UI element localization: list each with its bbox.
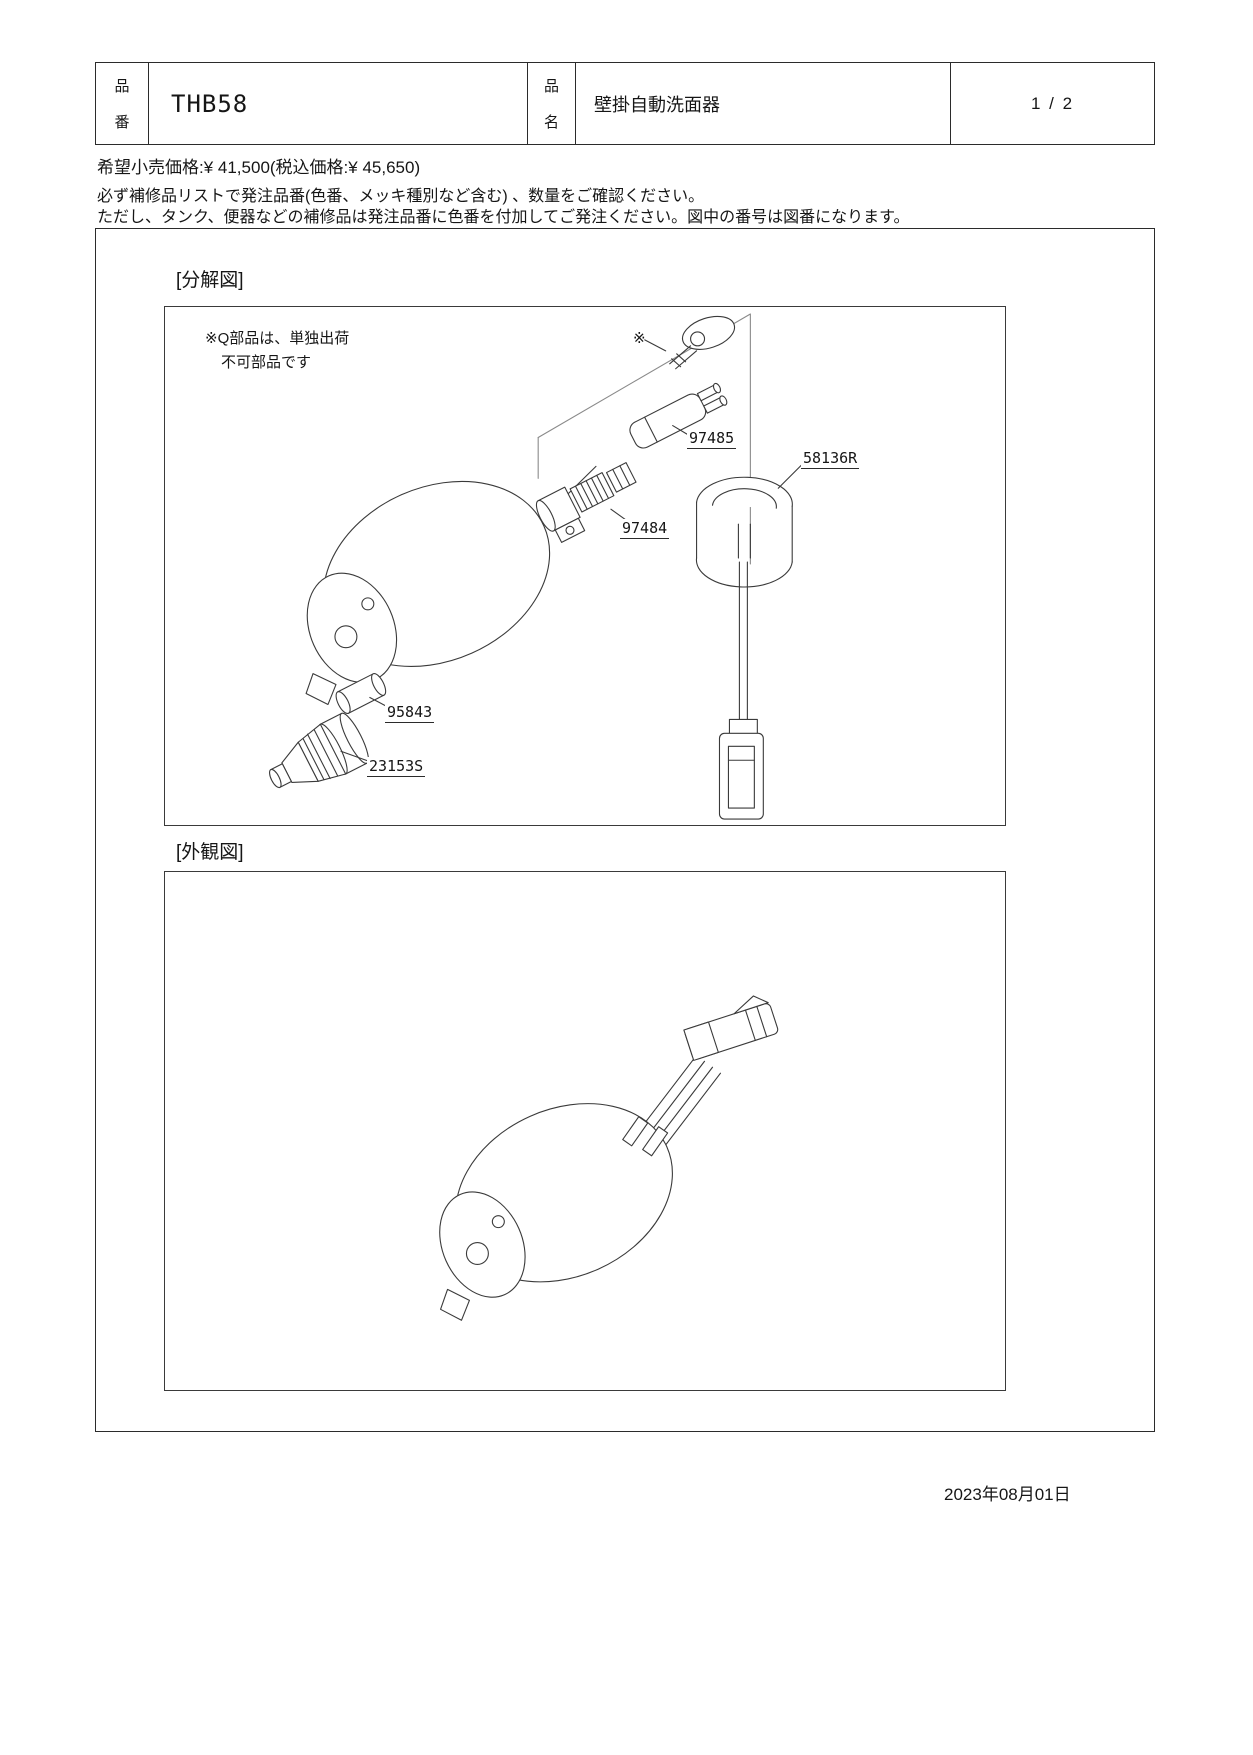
exploded-drawing bbox=[269, 313, 804, 820]
bracket-58136R bbox=[695, 462, 804, 588]
product-name-value: 壁掛自動洗面器 bbox=[576, 63, 951, 144]
plug-connector bbox=[683, 995, 779, 1061]
exploded-view-box: ※Q部品は、単独出荷 不可部品です ※ 97485 58136R 97484 9… bbox=[164, 306, 1006, 826]
spout-body bbox=[305, 480, 551, 706]
part-95843 bbox=[335, 673, 390, 714]
part-label-23153S: 23153S bbox=[367, 757, 426, 777]
retail-price-line: 希望小売価格:¥ 41,500(税込価格:¥ 45,650) bbox=[97, 158, 421, 177]
exploded-view-title: [分解図] bbox=[176, 270, 244, 291]
wing-bolt bbox=[644, 315, 736, 370]
outline-drawing bbox=[439, 995, 779, 1321]
date-stamp: 2023年08月01日 bbox=[944, 1485, 1071, 1504]
part-code-label: 品 番 bbox=[96, 63, 149, 144]
part-97484 bbox=[535, 462, 637, 543]
content-frame: [分解図] bbox=[95, 228, 1155, 1432]
header-table: 品 番 THB58 品 名 壁掛自動洗面器 1 / 2 bbox=[95, 62, 1155, 145]
product-name-label: 品 名 bbox=[528, 63, 576, 144]
part-code-label-top: 品 bbox=[114, 78, 130, 95]
order-note-line-1: 必ず補修品リストで発注品番(色番、メッキ種別など含む) 、数量をご確認ください。 bbox=[97, 188, 705, 205]
exploded-view-note-line-1: ※Q部品は、単独出荷 bbox=[205, 330, 350, 347]
order-note-line-2: ただし、タンク、便器などの補修品は発注品番に色番を付加してご発注ください。図中の… bbox=[97, 209, 910, 227]
part-97485 bbox=[629, 382, 728, 449]
order-notes: 必ず補修品リストで発注品番(色番、メッキ種別など含む) 、数量をご確認ください。… bbox=[97, 186, 909, 228]
part-label-97484: 97484 bbox=[620, 519, 670, 539]
part-label-97485: 97485 bbox=[687, 429, 737, 449]
part-23153S bbox=[269, 712, 370, 789]
part-label-95843: 95843 bbox=[385, 703, 435, 723]
spout-body-assembled bbox=[439, 1103, 673, 1321]
product-name-label-top: 品 bbox=[543, 78, 559, 95]
exploded-view-note: ※Q部品は、単独出荷 不可部品です bbox=[205, 327, 349, 375]
product-name-label-bottom: 名 bbox=[543, 114, 559, 131]
page-indicator: 1 / 2 bbox=[1030, 93, 1075, 113]
exploded-view-note-line-2: 不可部品です bbox=[221, 354, 312, 371]
asterisk-mark: ※ bbox=[633, 330, 646, 347]
part-code-value: THB58 bbox=[149, 63, 528, 144]
part-code-label-bottom: 番 bbox=[114, 114, 130, 131]
part-label-58136R: 58136R bbox=[801, 449, 860, 469]
cable-connector bbox=[718, 561, 764, 820]
outline-view-title: [外観図] bbox=[176, 842, 244, 863]
outline-view-box bbox=[164, 871, 1006, 1391]
